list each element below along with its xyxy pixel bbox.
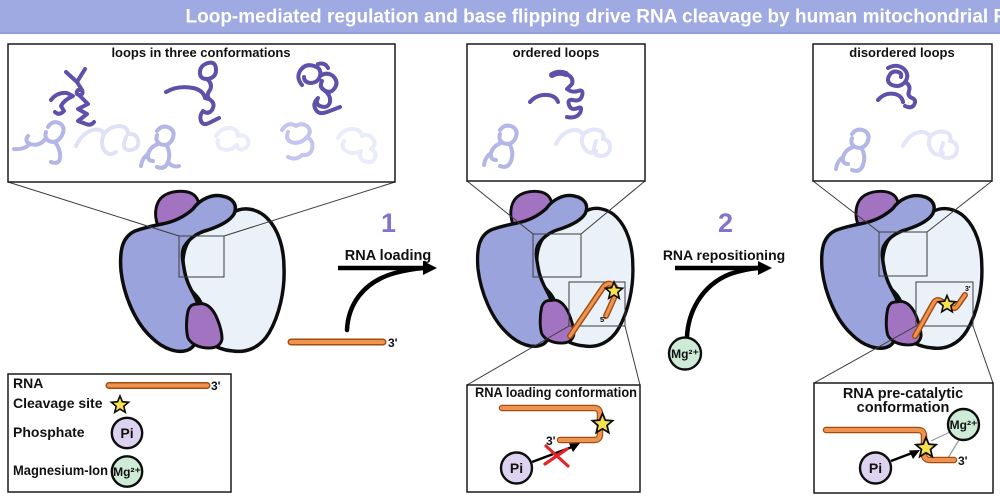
svg-text:RNA loading conformation: RNA loading conformation bbox=[475, 384, 637, 400]
svg-text:1: 1 bbox=[381, 208, 396, 238]
svg-text:Magnesium-Ion: Magnesium-Ion bbox=[13, 462, 108, 478]
svg-text:3': 3' bbox=[546, 434, 556, 448]
svg-text:loops in three conformations: loops in three conformations bbox=[111, 45, 290, 60]
svg-text:ordered loops: ordered loops bbox=[513, 45, 600, 60]
svg-text:Cleavage site: Cleavage site bbox=[13, 395, 103, 411]
svg-text:Phosphate: Phosphate bbox=[13, 424, 85, 440]
svg-text:3': 3' bbox=[965, 286, 971, 293]
svg-text:Pi: Pi bbox=[510, 460, 523, 476]
svg-text:Mg²⁺: Mg²⁺ bbox=[113, 465, 141, 479]
svg-text:Loop-mediated regulation and b: Loop-mediated regulation and base flippi… bbox=[186, 7, 1000, 28]
svg-text:Mg²⁺: Mg²⁺ bbox=[950, 418, 978, 432]
svg-text:Mg²⁺: Mg²⁺ bbox=[671, 347, 699, 361]
svg-text:3': 3' bbox=[958, 454, 968, 468]
svg-text:RNA repositioning: RNA repositioning bbox=[663, 247, 785, 263]
svg-text:RNA loading: RNA loading bbox=[345, 248, 431, 264]
svg-text:3': 3' bbox=[211, 379, 221, 393]
svg-text:5': 5' bbox=[600, 315, 606, 324]
svg-text:disordered loops: disordered loops bbox=[849, 45, 954, 60]
svg-text:Pi: Pi bbox=[120, 425, 133, 441]
svg-text:3': 3' bbox=[388, 336, 398, 350]
svg-text:2: 2 bbox=[718, 208, 733, 238]
svg-text:RNA: RNA bbox=[13, 375, 43, 391]
svg-text:conformation: conformation bbox=[857, 400, 950, 416]
svg-text:Pi: Pi bbox=[869, 460, 882, 476]
svg-text:RNA pre-catalytic: RNA pre-catalytic bbox=[843, 386, 963, 402]
